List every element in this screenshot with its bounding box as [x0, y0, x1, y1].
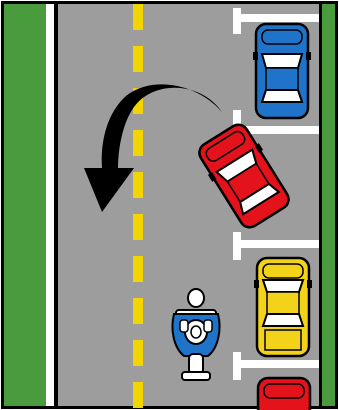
center-line-dash	[133, 256, 143, 282]
curb-line	[319, 4, 322, 406]
center-line-dash	[133, 4, 143, 30]
blue-car	[253, 24, 311, 118]
center-line-dash	[133, 46, 143, 72]
center-line-dash	[133, 340, 143, 366]
center-line-dash	[133, 172, 143, 198]
center-line-dash	[133, 130, 143, 156]
center-line-dash	[133, 298, 143, 324]
partial-red-car	[258, 378, 310, 410]
center-line-dash	[133, 214, 143, 240]
grass-right	[322, 4, 335, 406]
road-edge-divider	[54, 4, 58, 406]
yellow-car	[254, 258, 312, 356]
parking-line	[233, 240, 319, 248]
parking-line	[233, 360, 319, 368]
road-edge-line	[46, 4, 54, 406]
center-line-dash	[133, 382, 143, 408]
grass-left	[4, 4, 46, 406]
parking-line	[233, 14, 319, 22]
